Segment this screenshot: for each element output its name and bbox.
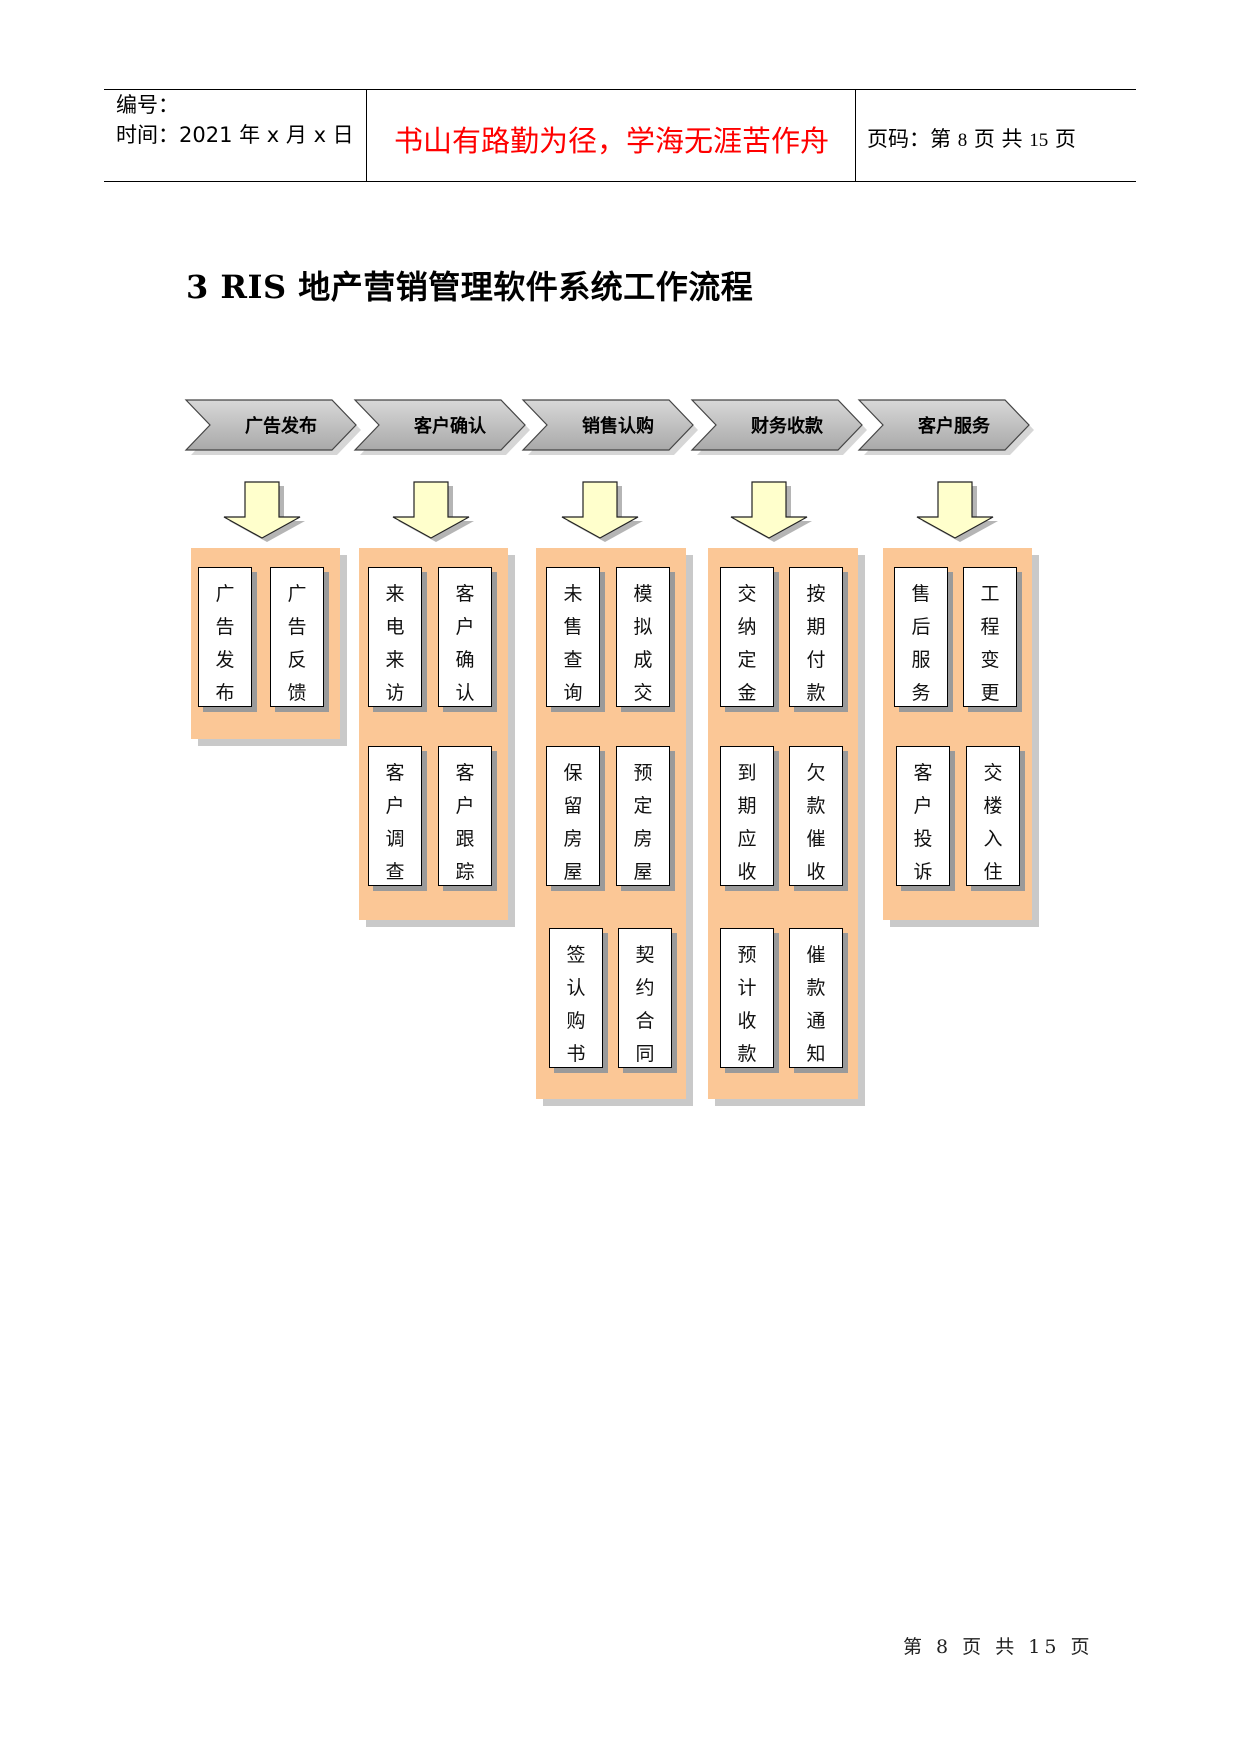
step-box: 签认购书 bbox=[549, 928, 603, 1068]
stage-label: 广告发布 bbox=[245, 415, 317, 437]
down-arrow-icon bbox=[916, 481, 994, 539]
chevron-stage-ad bbox=[184, 399, 357, 451]
header-meta: 编号： 时间：2021 年 x 月 x 日 bbox=[116, 90, 354, 150]
stage-label: 财务收款 bbox=[751, 415, 824, 437]
step-box: 欠款催收 bbox=[789, 746, 843, 886]
chevron-layer: 广告发布 客户确认 销售认购 财务收款 客户服务 bbox=[184, 399, 1034, 542]
step-box: 售后服务 bbox=[894, 567, 948, 707]
step-box: 客户调查 bbox=[368, 746, 422, 886]
step-box: 模拟成交 bbox=[616, 567, 670, 707]
step-box: 预计收款 bbox=[720, 928, 774, 1068]
step-box: 客户跟踪 bbox=[438, 746, 492, 886]
step-box: 工程变更 bbox=[963, 567, 1017, 707]
step-box: 交纳定金 bbox=[720, 567, 774, 707]
number-label: 编号： bbox=[116, 93, 179, 117]
header-divider-left bbox=[366, 89, 367, 182]
stage-label: 客户确认 bbox=[414, 415, 487, 437]
page-total: 15 bbox=[1029, 130, 1049, 151]
down-arrow-icon bbox=[730, 481, 808, 539]
page-prefix: 页码：第 bbox=[867, 127, 958, 151]
step-box: 交楼入住 bbox=[966, 746, 1020, 886]
step-box: 到期应收 bbox=[720, 746, 774, 886]
header-bottom-rule bbox=[104, 181, 1136, 182]
step-box: 未售查询 bbox=[546, 567, 600, 707]
step-box: 契约合同 bbox=[618, 928, 672, 1068]
page-suffix: 页 bbox=[1048, 127, 1076, 151]
time-label: 时间：2021 年 x 月 x 日 bbox=[116, 123, 354, 147]
header-page-info: 页码：第 8 页 共 15 页 bbox=[867, 123, 1076, 153]
down-arrow-icon bbox=[223, 481, 301, 539]
chevron-stage-finance bbox=[690, 399, 863, 451]
chevron-stage-service bbox=[857, 399, 1030, 451]
header-top-rule bbox=[104, 89, 1136, 90]
step-box: 广告反馈 bbox=[270, 567, 324, 707]
step-box: 客户确认 bbox=[438, 567, 492, 707]
stage-label: 销售认购 bbox=[582, 415, 654, 437]
page-footer: 第 8 页 共 15 页 bbox=[903, 1636, 1094, 1658]
step-box: 来电来访 bbox=[368, 567, 422, 707]
page-mid: 页 共 bbox=[967, 127, 1030, 151]
workflow-diagram: 广告发布客户确认销售认购财务收款客户服务 广告发布 广告反馈 来电来访 客户确认… bbox=[184, 399, 1034, 1099]
step-box: 客户投诉 bbox=[896, 746, 950, 886]
step-box: 保留房屋 bbox=[546, 746, 600, 886]
header-motto: 书山有路勤为径，学海无涯苦作舟 bbox=[393, 124, 829, 158]
stage-label: 客户服务 bbox=[918, 415, 991, 437]
chevron-stage-sales bbox=[521, 399, 694, 451]
step-box: 按期付款 bbox=[789, 567, 843, 707]
step-box: 预定房屋 bbox=[616, 746, 670, 886]
page-number: 8 bbox=[957, 130, 968, 151]
section-heading: 3 RIS 地产营销管理软件系统工作流程 bbox=[186, 268, 754, 306]
chevron-stage-customer bbox=[353, 399, 526, 451]
step-box: 催款通知 bbox=[789, 928, 843, 1068]
step-box: 广告发布 bbox=[198, 567, 252, 707]
down-arrow-icon bbox=[561, 481, 639, 539]
header-divider-right bbox=[855, 89, 856, 182]
down-arrow-icon bbox=[392, 481, 470, 539]
